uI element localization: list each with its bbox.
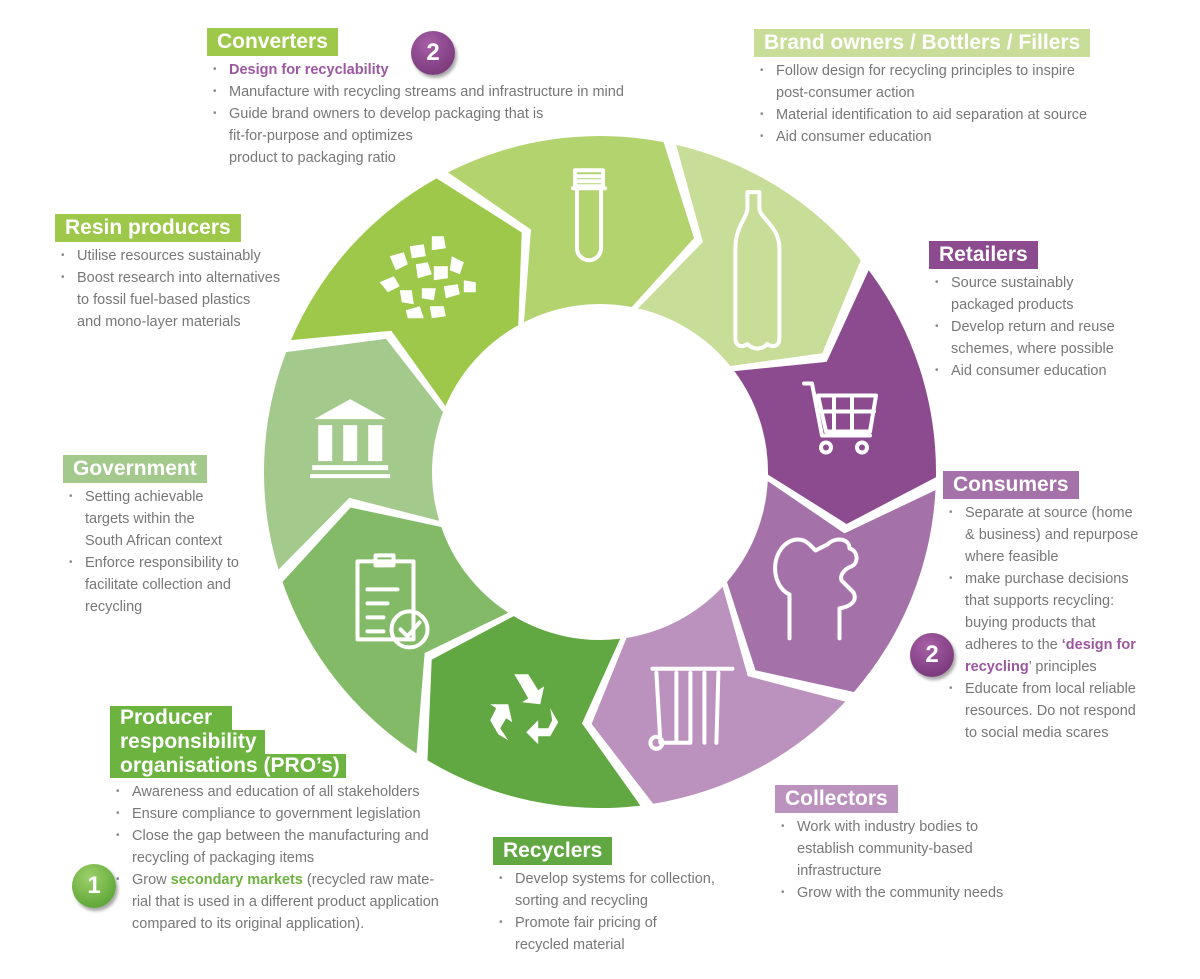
bullet: Aid consumer education (929, 360, 1115, 382)
brand-owners-block: Brand owners / Bottlers / Fillers Follow… (754, 29, 1091, 148)
bullet: Follow design for recycling principles t… (754, 60, 1090, 104)
recyclers-title: Recyclers (493, 837, 613, 865)
badge-2-consumers: 2 (910, 633, 954, 677)
badge-1-pros: 1 (72, 864, 116, 908)
converters-block: Converters Design for recyclability Manu… (207, 28, 624, 169)
bullet: Separate at source (home& business) and … (943, 502, 1138, 568)
bottle-icon (733, 190, 782, 351)
consumers-block: Consumers Separate at source (home& busi… (943, 471, 1138, 744)
resin-pellets-icon (379, 236, 476, 319)
bullet: Guide brand owners to develop packaging … (207, 103, 624, 169)
consumers-title: Consumers (943, 471, 1079, 499)
pros-bullets: Awareness and education of all stakehold… (110, 781, 439, 935)
pros-title: Producer responsibility organisations (P… (110, 706, 439, 778)
resin-producers-block: Resin producers Utilise resources sustai… (55, 214, 280, 333)
consumers-bullets: Separate at source (home& business) and … (943, 502, 1138, 744)
segment-pros (282, 507, 509, 754)
bullet: Material identification to aid separatio… (754, 104, 1090, 126)
bullet: Manufacture with recycling streams and i… (207, 81, 624, 103)
badge-2-converters: 2 (411, 31, 455, 75)
brand-owners-bullets: Follow design for recycling principles t… (754, 60, 1090, 148)
segment-brand-owners (638, 144, 861, 367)
person-drinking-icon (773, 537, 859, 641)
recyclers-block: Recyclers Develop systems for collection… (493, 837, 715, 956)
recycling-bin-icon (648, 666, 735, 751)
collectors-title: Collectors (775, 785, 898, 813)
resin-producers-bullets: Utilise resources sustainably Boost rese… (55, 245, 280, 333)
bullet: Develop systems for collection,sorting a… (493, 868, 715, 912)
bullet: Close the gap between the manufacturing … (110, 825, 439, 869)
bullet: Aid consumer education (754, 126, 1090, 148)
brand-owners-title: Brand owners / Bottlers / Fillers (754, 29, 1091, 57)
recycle-icon (490, 674, 559, 745)
preform-icon (571, 168, 607, 263)
bullet: Grow secondary markets (recycled raw mat… (110, 869, 439, 935)
bullet: Utilise resources sustainably (55, 245, 280, 267)
resin-producers-title: Resin producers (55, 214, 241, 242)
bullet: Grow with the community needs (775, 882, 1003, 904)
bullet: Design for recyclability (207, 59, 624, 81)
bullet: Ensure compliance to government legislat… (110, 803, 439, 825)
government-title: Government (63, 455, 207, 483)
pros-block: Producer responsibility organisations (P… (110, 706, 439, 935)
bullet: Awareness and education of all stakehold… (110, 781, 439, 803)
collectors-block: Collectors Work with industry bodies toe… (775, 785, 1003, 904)
converters-bullets: Design for recyclability Manufacture wit… (207, 59, 624, 169)
government-building-icon (310, 399, 391, 479)
segment-converters (447, 135, 694, 323)
recyclers-bullets: Develop systems for collection,sorting a… (493, 868, 715, 956)
segment-recyclers (427, 616, 641, 808)
retailers-title: Retailers (929, 241, 1038, 269)
converters-title: Converters (207, 28, 338, 56)
clipboard-check-icon (355, 553, 430, 650)
shopping-cart-icon (802, 381, 878, 455)
segment-consumers (726, 481, 936, 692)
